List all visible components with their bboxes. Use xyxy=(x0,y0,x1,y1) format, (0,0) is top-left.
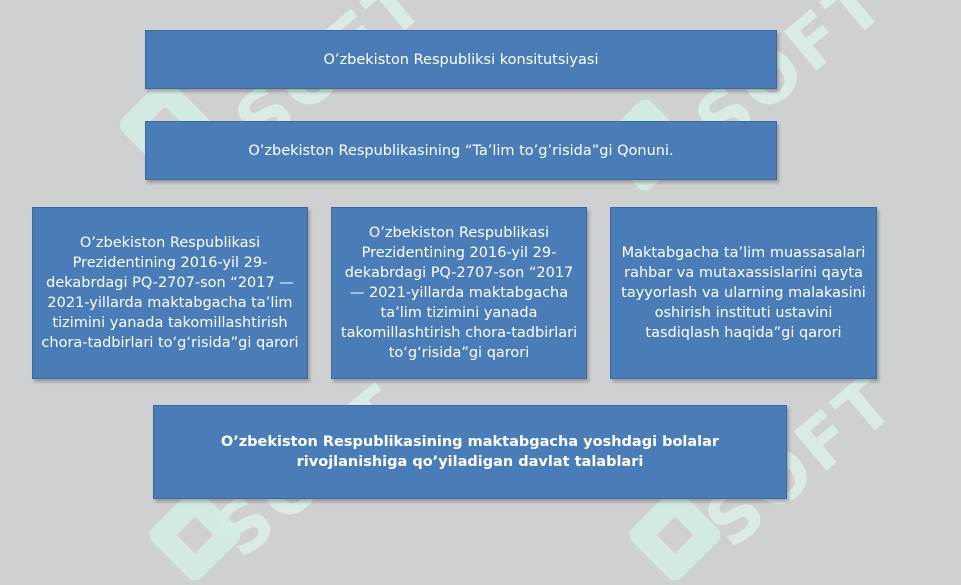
constitution-label: O’zbekiston Respubliksi konsitutsiyasi xyxy=(323,51,599,68)
presidential-decree-box-middle: O’zbekiston Respublikasi Prezidentining … xyxy=(331,207,587,379)
education-law-box: O’zbekiston Respublikasining “Ta’lim to’… xyxy=(145,121,777,180)
constitution-box: O’zbekiston Respubliksi konsitutsiyasi xyxy=(145,30,777,89)
education-law-label: O’zbekiston Respublikasining “Ta’lim to’… xyxy=(248,142,674,159)
watermark-logo-icon xyxy=(145,485,245,585)
watermark-logo-icon xyxy=(625,485,725,585)
presidential-decree-label-middle: O’zbekiston Respublikasi Prezidentining … xyxy=(340,225,578,361)
state-requirements-label: O’zbekiston Respublikasining maktabgacha… xyxy=(220,434,720,470)
institute-decision-box: Maktabgacha ta’lim muassasalari rahbar v… xyxy=(610,207,877,379)
state-requirements-box: O’zbekiston Respublikasining maktabgacha… xyxy=(153,405,787,499)
presidential-decree-box-left: O’zbekiston Respublikasi Prezidentining … xyxy=(32,207,308,379)
institute-decision-label: Maktabgacha ta’lim muassasalari rahbar v… xyxy=(621,245,866,341)
presidential-decree-label-left: O’zbekiston Respublikasi Prezidentining … xyxy=(41,235,299,351)
